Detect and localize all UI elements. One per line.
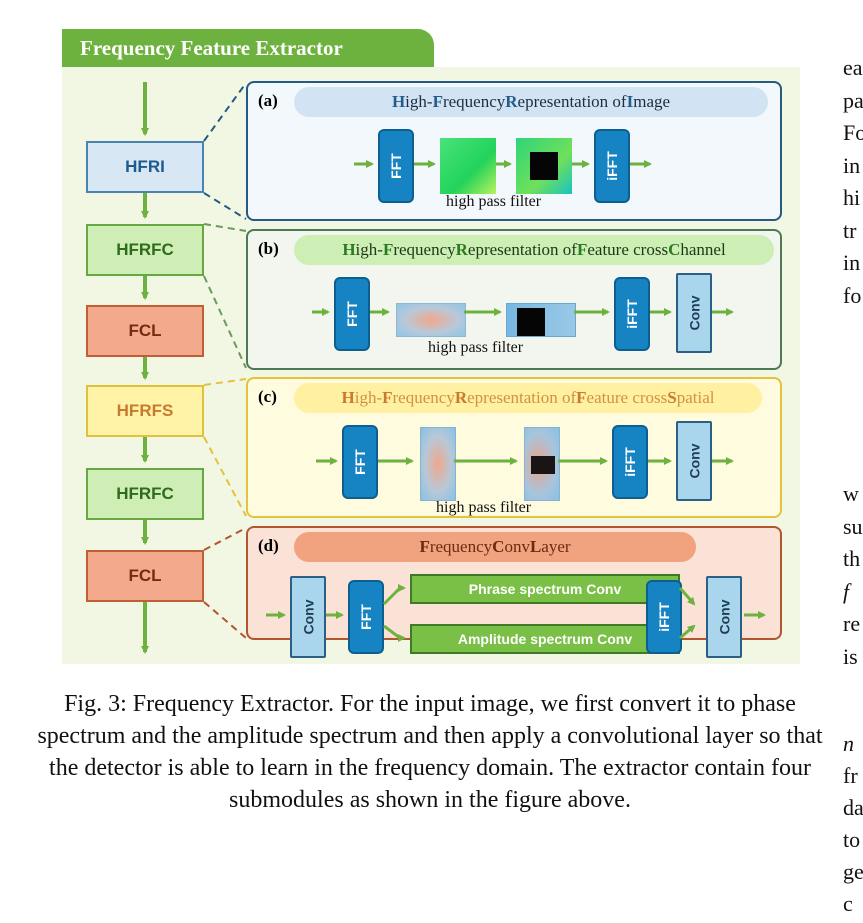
- extractor-header: Frequency Feature Extractor: [62, 29, 434, 67]
- filtered-feature-b: [506, 303, 576, 337]
- conv-block-b: Conv: [676, 273, 712, 353]
- filter-mask-a: [530, 152, 558, 180]
- conv-block-c: Conv: [676, 421, 712, 501]
- submodule-d-id: (d): [258, 536, 279, 555]
- submodule-b-id: (b): [258, 239, 279, 258]
- filter-mask-b: [517, 308, 545, 336]
- filter-label-a: high pass filter: [446, 193, 542, 210]
- ifft-block-a: iFFT: [594, 129, 630, 203]
- filtered-spectrum-a: [516, 138, 572, 194]
- filter-mask-c: [531, 456, 555, 474]
- fft-block-c: FFT: [342, 425, 378, 499]
- phase-spectrum-conv: Phrase spectrum Conv: [410, 574, 680, 604]
- submodule-c-id: (c): [258, 387, 277, 406]
- amplitude-spectrum-conv: Amplitude spectrum Conv: [410, 624, 680, 654]
- ifft-block-c: iFFT: [612, 425, 648, 499]
- conv-block-d-1: Conv: [290, 576, 326, 658]
- figure-caption: Fig. 3: Frequency Extractor. For the inp…: [37, 691, 823, 813]
- ifft-block-b: iFFT: [614, 277, 650, 351]
- flow-hfrfc-2: HFRFC: [86, 468, 204, 520]
- fft-block-a: FFT: [378, 129, 414, 203]
- flow-fcl-2: FCL: [86, 550, 204, 602]
- flow-hfrfs: HFRFS: [86, 385, 204, 437]
- filter-label-b: high pass filter: [428, 339, 524, 356]
- flow-fcl-1: FCL: [86, 305, 204, 357]
- filter-label-c: high pass filter: [436, 499, 532, 516]
- feature-spectrum-c: [420, 427, 456, 501]
- feature-spectrum-b: [396, 303, 466, 337]
- spectrum-image-a: [440, 138, 496, 194]
- fft-block-b: FFT: [334, 277, 370, 351]
- filtered-feature-c: [524, 427, 560, 501]
- flow-hfrfc-1: HFRFC: [86, 224, 204, 276]
- submodule-a-id: (a): [258, 91, 278, 110]
- fft-block-d: FFT: [348, 580, 384, 654]
- conv-block-d-2: Conv: [706, 576, 742, 658]
- ifft-block-d: iFFT: [646, 580, 682, 654]
- flow-hfri: HFRI: [86, 141, 204, 193]
